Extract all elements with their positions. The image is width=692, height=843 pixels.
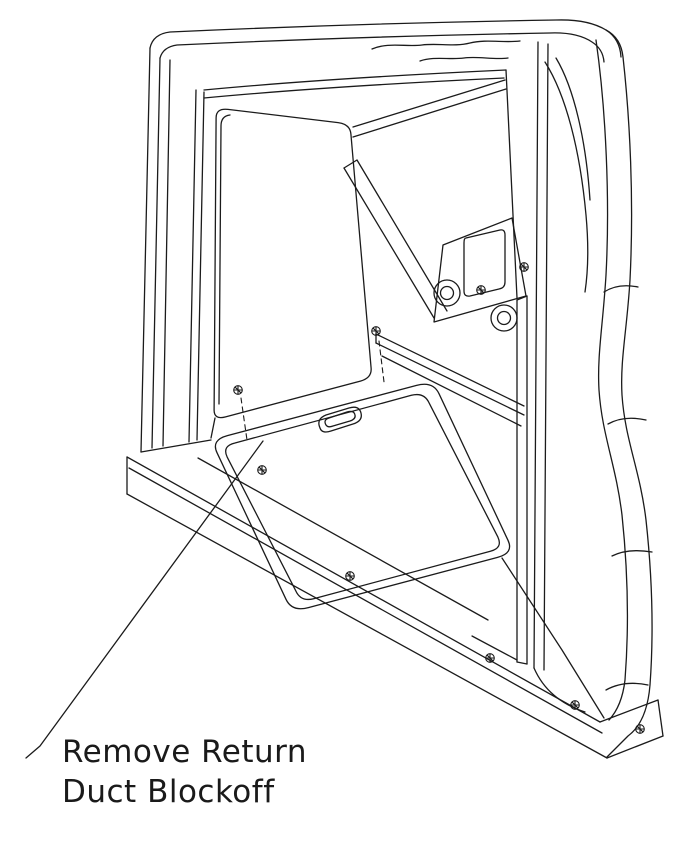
handle-icon — [318, 406, 362, 433]
shroud-contour-wave — [611, 550, 653, 557]
screw-icon — [257, 465, 267, 475]
leader-line — [25, 440, 264, 759]
floor-rail — [381, 355, 522, 427]
screw-guide-dashed-line — [378, 340, 385, 383]
fasteners — [233, 262, 645, 734]
diagonal-brace — [343, 167, 435, 319]
gusset-panel — [433, 217, 527, 323]
screw-icon — [485, 653, 495, 663]
duct-liner-opening — [210, 79, 507, 439]
screw-icon — [233, 385, 243, 395]
shroud-contour-wave — [605, 682, 649, 691]
screw-icon — [570, 700, 580, 710]
interior-bulkhead — [343, 159, 527, 427]
screw-icon — [519, 262, 529, 272]
screw-guide-dashed-line — [240, 397, 248, 441]
callout-label: Remove Return Duct Blockoff — [62, 734, 307, 810]
duct-collar-inner — [496, 310, 512, 326]
duct-collar-inner — [439, 285, 455, 301]
diagonal-brace — [356, 159, 448, 312]
shroud-contour-wave — [603, 285, 639, 293]
screw-icon — [635, 724, 645, 734]
screw-icon — [345, 571, 355, 581]
floor-rail — [375, 333, 525, 407]
left-frame — [140, 47, 212, 453]
rail-wavy-line-2 — [419, 56, 509, 62]
side-shroud — [533, 29, 653, 758]
screw-icon — [371, 326, 381, 336]
drawing-linework — [25, 19, 664, 759]
shroud-contour-wave — [607, 417, 647, 425]
floor-rail — [375, 342, 525, 416]
duct-collar — [433, 279, 461, 307]
return-duct-blockoff-panel — [197, 383, 605, 719]
callout-text-line-1: Remove Return — [62, 734, 307, 770]
bracket — [463, 229, 506, 297]
corner-post — [471, 69, 528, 665]
callout-text-line-2: Duct Blockoff — [62, 774, 275, 810]
screw-icon — [476, 285, 486, 295]
rail-wavy-line — [371, 40, 521, 50]
